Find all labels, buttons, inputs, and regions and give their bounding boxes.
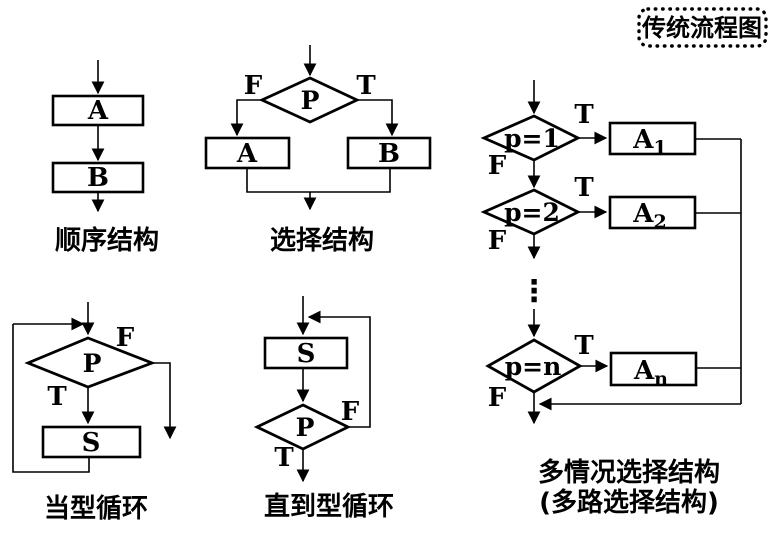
false-label: F (116, 323, 135, 353)
process-box-b (51, 161, 145, 194)
multiway-selection-structure: p=1 T F A1 p=2 T F A2 ⋮ p=n T F An 多情况选择… (480, 80, 742, 518)
process-box-b (346, 136, 432, 170)
process-box-s (263, 336, 349, 370)
process-box-an (609, 351, 698, 387)
process-box-s-label: S (297, 339, 316, 369)
sequence-caption: 顺序结构 (55, 225, 159, 256)
selection-structure: P F T A B 选择结构 (204, 45, 432, 256)
loop-return-line (12, 324, 90, 473)
process-box-a1-label: A1 (632, 125, 666, 159)
decision-diamond-pn (485, 338, 583, 394)
process-box-a2-label: A2 (632, 199, 666, 233)
true-label: T (274, 443, 294, 473)
false-label: F (244, 71, 263, 101)
process-box-s (41, 425, 142, 459)
decision-label: P (83, 349, 102, 378)
decision-label: p=1 (504, 124, 560, 153)
process-box-b-label: B (87, 163, 109, 193)
decision-label: p=2 (504, 198, 560, 227)
decision-diamond-p (258, 76, 361, 124)
multiway-caption-line1: 多情况选择结构 (538, 458, 720, 488)
true-label: T (356, 71, 376, 101)
process-box-a1 (608, 121, 697, 156)
multiway-caption-line2: (多路选择结构) (539, 487, 719, 518)
decision-diamond-p (253, 403, 352, 451)
box-main-text: A (632, 199, 654, 229)
box-subscript: n (654, 368, 668, 390)
while-loop-structure: P F T S 当型循环 (12, 302, 177, 524)
title-box: 传统流程图 (637, 7, 768, 48)
process-box-a2 (608, 195, 697, 230)
sequence-structure: A B 顺序结构 (51, 60, 159, 256)
true-label: T (47, 382, 67, 412)
decision-label: P (296, 413, 315, 442)
decision-label: P (301, 86, 320, 115)
false-label: F (488, 226, 507, 256)
vertical-ellipsis: ⋮ (519, 274, 549, 309)
decision-label: p=n (505, 352, 562, 381)
box-main-text: A (632, 125, 654, 155)
process-box-a (51, 94, 145, 127)
box-subscript: 2 (653, 211, 666, 233)
false-exit-line (152, 362, 177, 440)
process-box-s-label: S (82, 428, 101, 458)
decision-diamond-p1 (480, 114, 582, 162)
true-label: T (574, 173, 594, 203)
true-branch-line (357, 99, 399, 137)
until-loop-structure: S P F T 直到型循环 (253, 296, 394, 522)
false-label: F (488, 151, 507, 181)
merge-line (246, 168, 391, 193)
selection-caption: 选择结构 (270, 226, 374, 256)
false-loop-back-line (307, 310, 371, 428)
decision-diamond-p2 (480, 188, 582, 236)
process-box-a (204, 136, 291, 170)
until-loop-caption: 直到型循环 (264, 492, 394, 522)
false-branch-line (230, 99, 262, 137)
process-box-a-label: A (236, 139, 258, 169)
process-box-a-label: A (87, 96, 109, 126)
while-loop-caption: 当型循环 (44, 494, 148, 524)
true-label: T (574, 100, 594, 130)
box-main-text: A (633, 356, 655, 386)
title-dotted-border (637, 7, 768, 48)
false-label: F (341, 397, 360, 427)
process-box-an-label: An (633, 356, 668, 390)
true-label: T (574, 331, 594, 361)
decision-diamond-p (24, 336, 156, 389)
box-subscript: 1 (653, 137, 666, 159)
false-label: F (488, 383, 507, 413)
page-title: 传统流程图 (641, 14, 762, 42)
process-box-b-label: B (378, 139, 400, 169)
